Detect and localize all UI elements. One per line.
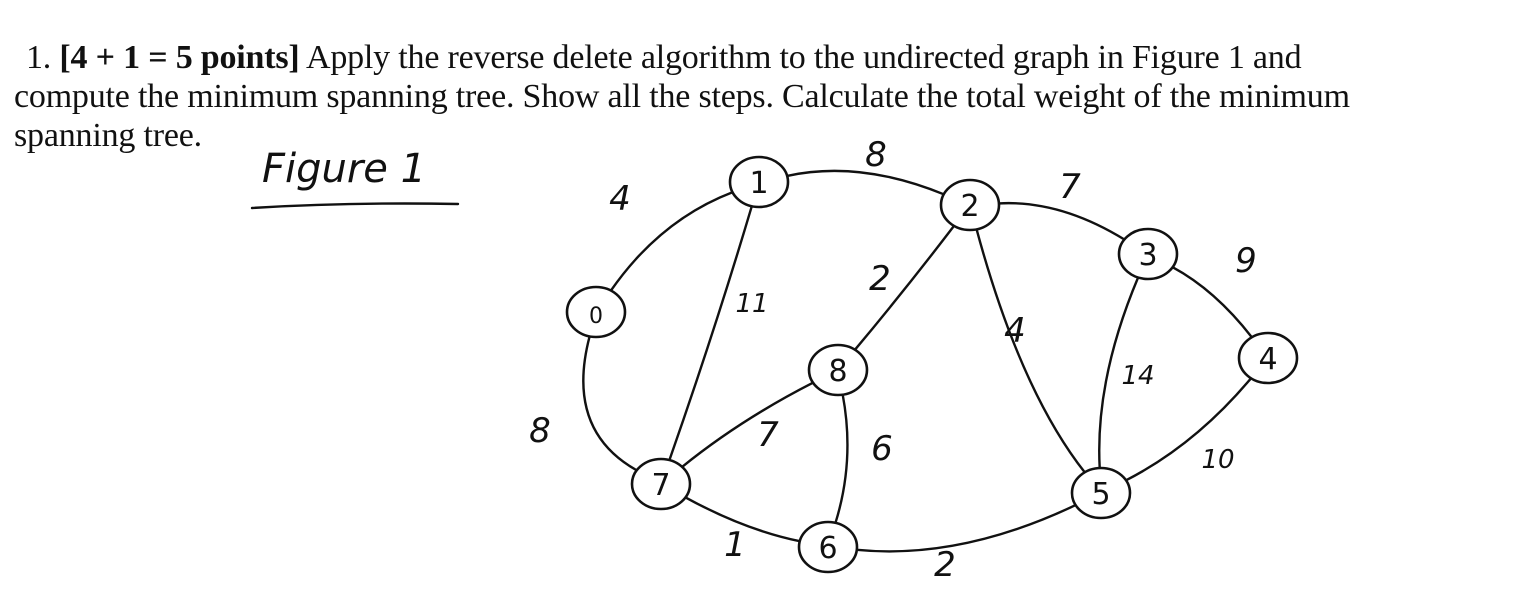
- edge-weight-4-5: 10: [1201, 445, 1234, 475]
- edge-2-8: [853, 224, 956, 351]
- edge-weight-6-8: 6: [871, 429, 893, 469]
- node-8: 8: [807, 343, 869, 397]
- edge-weight-3-4: 9: [1235, 241, 1257, 281]
- edge-weight-2-8: 2: [869, 259, 891, 299]
- edge-7-8: [680, 381, 815, 469]
- edge-2-5: [975, 228, 1086, 474]
- node-label-3: 3: [1138, 238, 1157, 273]
- node-label-7: 7: [651, 468, 670, 503]
- node-circle-0: [565, 285, 627, 339]
- edge-1-2: [785, 169, 945, 196]
- node-label-5: 5: [1091, 477, 1110, 512]
- node-3: 3: [1117, 227, 1179, 281]
- question-points: [4 + 1 = 5 points]: [59, 39, 300, 76]
- node-circle-8: [807, 343, 869, 397]
- question-number: 1.: [26, 39, 52, 76]
- node-circle-2: [939, 178, 1001, 232]
- edge-4-5: [1124, 377, 1253, 482]
- node-6: 6: [797, 520, 859, 574]
- node-circle-3: [1117, 227, 1179, 281]
- figure-caption: Figure 1: [262, 146, 426, 192]
- edge-2-3: [997, 201, 1126, 241]
- edge-weight-1-7: 11: [735, 289, 768, 319]
- node-circle-4: [1237, 331, 1299, 385]
- edge-weight-1-2: 8: [865, 135, 887, 175]
- node-7: 7: [630, 457, 692, 511]
- edge-weight-0-7: 8: [529, 411, 551, 451]
- edge-weight-5-6: 2: [934, 545, 956, 585]
- node-label-4: 4: [1258, 342, 1277, 377]
- node-label-2: 2: [960, 189, 979, 224]
- edge-weight-3-5: 14: [1121, 361, 1154, 391]
- node-0: 0: [565, 285, 627, 339]
- edge-6-8: [834, 393, 849, 524]
- question-text: 1. [4 + 1 = 5 points] Apply the reverse …: [14, 38, 1514, 155]
- edge-5-6: [855, 503, 1077, 553]
- node-2: 2: [939, 178, 1001, 232]
- edge-6-7: [684, 496, 801, 543]
- node-1: 1: [728, 155, 790, 209]
- edge-weight-2-3: 7: [1059, 167, 1081, 207]
- node-label-6: 6: [818, 531, 837, 566]
- edge-weight-7-8: 7: [757, 415, 779, 455]
- node-label-8: 8: [828, 354, 847, 389]
- edge-weight-6-7: 1: [724, 525, 746, 565]
- node-circle-1: [728, 155, 790, 209]
- edge-weight-0-1: 4: [609, 179, 631, 219]
- node-label-0: 0: [589, 304, 603, 329]
- edge-weight-2-5: 4: [1004, 311, 1026, 351]
- node-circle-6: [797, 520, 859, 574]
- edge-3-4: [1171, 266, 1253, 339]
- figure-caption-underline: [250, 202, 460, 210]
- node-4: 4: [1237, 331, 1299, 385]
- node-circle-5: [1070, 466, 1132, 520]
- question-line-3: spanning tree.: [14, 117, 202, 154]
- node-circle-7: [630, 457, 692, 511]
- node-5: 5: [1070, 466, 1132, 520]
- question-line-1: 1. [4 + 1 = 5 points] Apply the reverse …: [14, 38, 1514, 77]
- edge-3-5: [1098, 276, 1140, 470]
- edge-0-7: [582, 335, 638, 472]
- node-label-1: 1: [749, 166, 768, 201]
- question-text-line-1: Apply the reverse delete algorithm to th…: [299, 39, 1302, 76]
- edge-1-7: [668, 205, 753, 462]
- question-line-2: compute the minimum spanning tree. Show …: [14, 78, 1350, 115]
- edge-0-1: [609, 191, 734, 292]
